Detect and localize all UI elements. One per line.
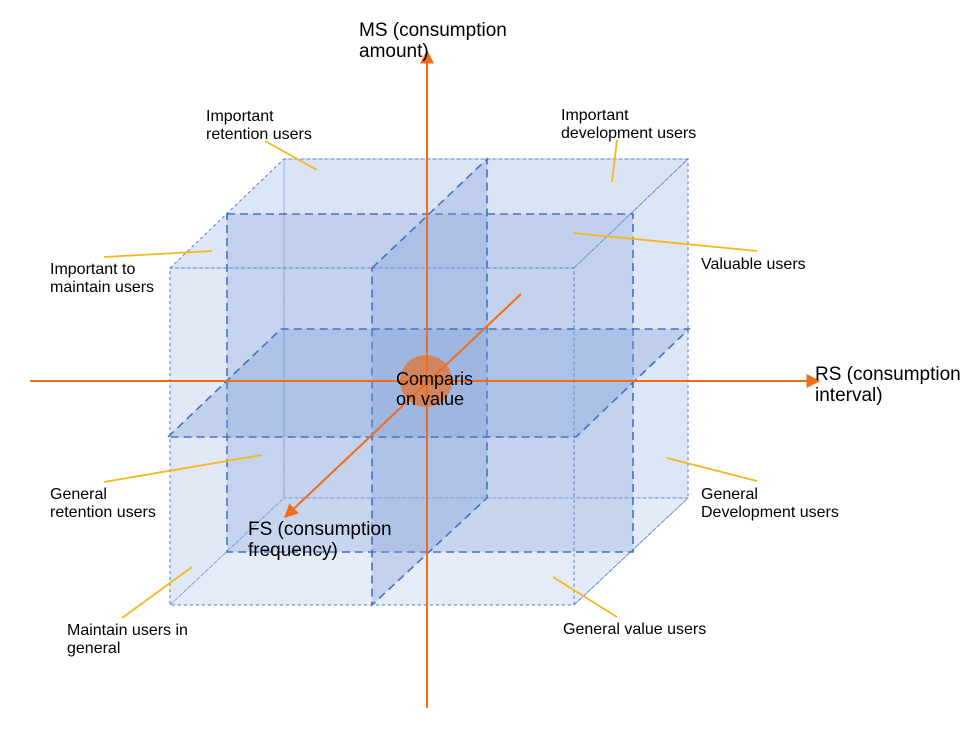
leader-valuable (572, 232, 758, 252)
leader-general-value (552, 576, 618, 618)
label-valuable: Valuable users (701, 256, 806, 273)
leader-important-retention (264, 140, 318, 171)
label-general-value: General value users (563, 621, 707, 638)
leader-important-maintain (103, 250, 213, 258)
fs-axis (283, 293, 522, 518)
leader-general-retention (103, 454, 263, 483)
cube-back-face (283, 158, 689, 499)
leader-important-development (611, 139, 618, 183)
leader-general-development (666, 457, 758, 482)
leader-maintain-general (121, 566, 193, 619)
